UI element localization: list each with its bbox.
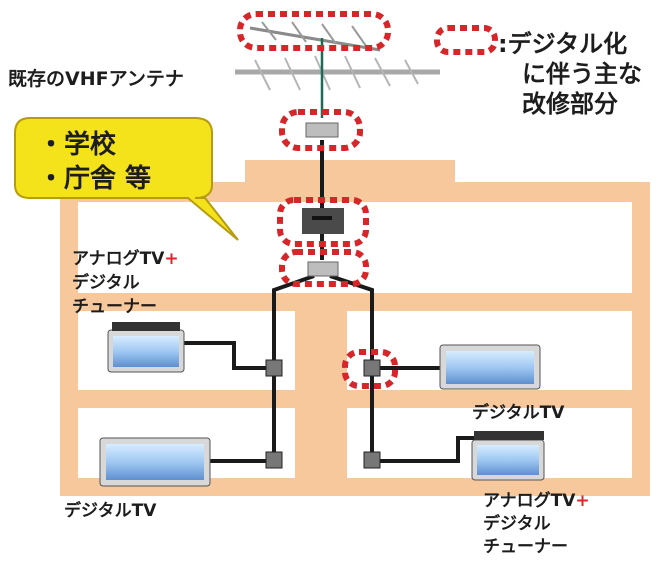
highlight-booster xyxy=(279,109,363,151)
floor-3 xyxy=(60,390,650,408)
tv-upper-left xyxy=(107,322,185,373)
outlet-4 xyxy=(363,451,381,469)
modification-highlights xyxy=(237,11,498,389)
booster-amplifier xyxy=(305,122,339,138)
highlight-distributor xyxy=(279,249,369,287)
wall-right xyxy=(632,182,650,496)
devices xyxy=(265,122,381,469)
legend-highlight-icon xyxy=(434,25,498,55)
tv-bottom-right xyxy=(471,431,545,481)
label-upper-left: アナログTV+ デジタル チューナー xyxy=(72,247,179,319)
bubble-line-2: ・庁舎 等 xyxy=(38,164,152,194)
outlet-3 xyxy=(265,451,283,469)
label-bottom-left: デジタルTV xyxy=(64,501,157,521)
bottom-right-line-3: チューナー xyxy=(483,537,568,557)
converter-box xyxy=(302,208,344,234)
tv-bottom-left xyxy=(99,437,211,487)
wall-left xyxy=(60,182,78,496)
speech-bubble xyxy=(14,117,239,241)
bubble-text: ・学校 ・庁舎 等 xyxy=(38,128,151,196)
label-middle-right: デジタルTV xyxy=(472,403,565,423)
legend-line-1: :デジタル化 xyxy=(498,30,628,58)
distributor xyxy=(307,261,339,277)
outlet-2 xyxy=(363,359,381,377)
label-bottom-right: アナログTV+ デジタル チューナー xyxy=(483,490,590,559)
bottom-right-line-1: アナログTV xyxy=(483,491,576,511)
upper-left-line-1: アナログTV xyxy=(72,249,165,269)
cables xyxy=(182,140,474,463)
outlet-1 xyxy=(265,359,283,377)
tuner-box-bottom-right xyxy=(474,431,544,440)
bottom-right-line-2: デジタル xyxy=(483,514,551,534)
vhf-antenna xyxy=(235,21,440,118)
bubble-line-1: ・学校 xyxy=(38,130,117,160)
legend-text: :デジタル化 に伴う主な 改修部分 xyxy=(498,29,642,119)
upper-left-plus: + xyxy=(164,249,179,269)
floor-2 xyxy=(60,293,650,311)
legend-line-2: に伴う主な xyxy=(522,60,642,88)
building-roof xyxy=(245,160,455,182)
antenna-label: 既存のVHFアンテナ xyxy=(8,68,184,90)
upper-left-line-2: デジタル xyxy=(72,273,140,293)
upper-left-line-3: チューナー xyxy=(72,297,157,317)
central-column xyxy=(295,293,347,496)
legend-line-3: 改修部分 xyxy=(522,90,618,118)
bottom-right-plus: + xyxy=(575,491,590,511)
tuner-box-upper-left xyxy=(112,322,180,331)
tv-middle-right xyxy=(439,344,541,390)
highlight-converter xyxy=(277,197,369,247)
